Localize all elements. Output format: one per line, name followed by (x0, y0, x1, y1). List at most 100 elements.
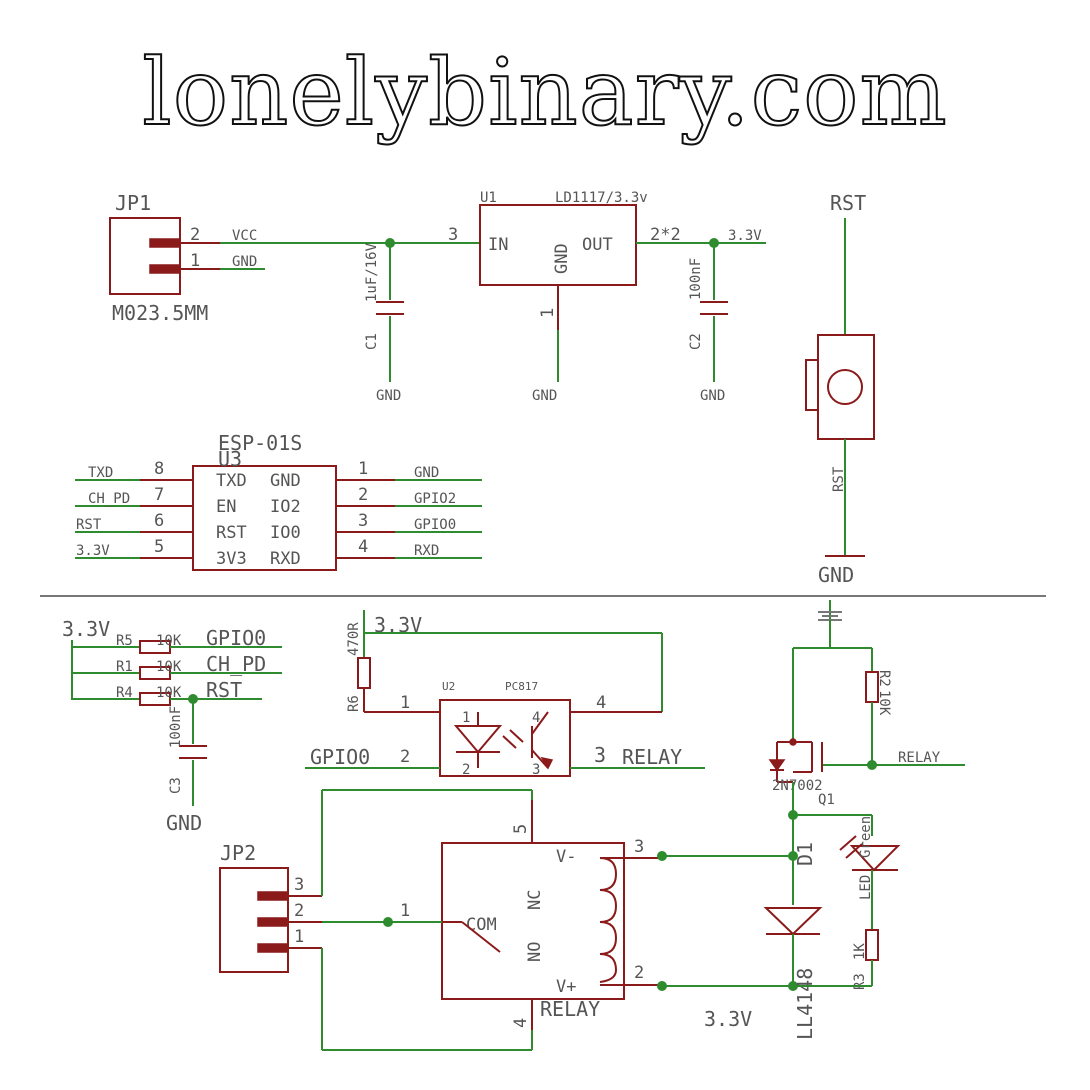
c1-gnd: GND (376, 388, 401, 404)
d1-ref: D1 (793, 842, 817, 866)
r6-ref: R6 (346, 695, 362, 712)
r4-net: RST (206, 678, 242, 702)
opto-out-net: RELAY (622, 745, 682, 769)
flyback-diode-d1: D1 LL4148 (763, 832, 823, 1040)
relay-switch-arm (461, 921, 501, 953)
u1-out-label: OUT (582, 235, 613, 255)
opto-ref: U2 (442, 680, 455, 693)
jp1-pin2-number: 2 (190, 225, 200, 245)
status-led: LED Green 1K R3 (793, 816, 901, 990)
relay-name: RELAY (540, 997, 600, 1021)
r5-ref: R5 (116, 633, 133, 649)
opto-in-net: GPIO0 (310, 745, 370, 769)
esp-label-txd: TXD (216, 471, 247, 491)
pullup-rail-label: 3.3V (62, 617, 110, 641)
jp2-pin-2: 2 (294, 901, 304, 921)
jp1-name: JP1 (115, 191, 151, 215)
u1-regulator: U1 LD1117/3.3v 3 IN GND OUT 2*2 1 GND 3.… (448, 190, 766, 404)
relay-vminus-pin: 3 (634, 837, 644, 857)
out-net-label: 3.3V (728, 228, 762, 244)
esp-pin-1: 1 (358, 459, 368, 479)
relay-nc-label: NC (525, 890, 545, 910)
jp1-body (109, 217, 181, 295)
esp-label-en: EN (216, 497, 236, 517)
site-banner: lonelybinary.com (141, 38, 948, 147)
relay-com-pin: 1 (400, 901, 410, 921)
opto-led (453, 725, 503, 754)
opto-pin-2: 2 (400, 747, 410, 767)
reset-button: RST RST GND (805, 191, 875, 587)
esp-ref: U3 (218, 447, 242, 471)
esp-label-io2: IO2 (270, 497, 301, 517)
esp-pin-7: 7 (154, 485, 164, 505)
relay-coil (599, 857, 618, 983)
esp-pin-5: 5 (154, 537, 164, 557)
esp-pin-4: 4 (358, 537, 368, 557)
opto-pin-1: 1 (400, 693, 410, 713)
relay-com-label: COM (466, 915, 497, 935)
jp2-pin-3: 3 (294, 875, 304, 895)
r1-ref: R1 (116, 659, 133, 675)
r1-value: 10K (156, 659, 182, 675)
reset-net-label: RST (831, 466, 847, 492)
relay-no-label: NO (525, 942, 545, 962)
esp-label-rst: RST (216, 523, 247, 543)
r4-value: 10K (156, 685, 182, 701)
reset-top-label: RST (830, 191, 866, 215)
c3-gnd: GND (166, 811, 202, 835)
esp-net-txd: TXD (88, 465, 113, 481)
opto-label-3: 3 (532, 762, 540, 778)
c3-value: 100nF (168, 706, 184, 748)
opto-part: PC817 (505, 680, 538, 693)
jp2-pin-1: 1 (294, 927, 304, 947)
reset-gnd-label: GND (818, 563, 854, 587)
relay-vplus-pin: 2 (634, 963, 644, 983)
pullup-resistors: 3.3V R5 R1 R4 10K 10K 10K GPIO0 CH_PD RS… (62, 617, 282, 835)
r2-ref: R2 (876, 670, 892, 687)
esp-pin-6: 6 (154, 511, 164, 531)
esp-net-rst: RST (76, 517, 102, 533)
relay-rail-label: 3.3V (704, 1007, 752, 1031)
r3-ref: R3 (852, 973, 868, 990)
esp-pin-3: 3 (358, 511, 368, 531)
u1-in-label: IN (488, 235, 508, 255)
mosfet-driver: R2 10K RELAY 2N7002 Q1 (768, 600, 965, 836)
u1-part: LD1117/3.3v (555, 190, 648, 206)
jp2-name: JP2 (220, 841, 256, 865)
opto-label-2: 2 (462, 762, 470, 778)
opto-label-1: 1 (462, 710, 470, 726)
jp1-package: M023.5MM (112, 301, 208, 325)
vcc-net-label: VCC (232, 228, 257, 244)
led-color: Green (858, 816, 874, 858)
opto-label-4: 4 (532, 710, 540, 726)
driver-net: RELAY (898, 750, 941, 766)
esp-label-gnd: GND (270, 471, 301, 491)
jp1-gnd-net-label: GND (232, 254, 257, 270)
opto-pin-3: 3 (594, 743, 606, 767)
u1-out-pin: 2*2 (650, 225, 681, 245)
esp-pin-8: 8 (154, 459, 164, 479)
c3-name: C3 (168, 777, 184, 794)
r4-ref: R4 (116, 685, 133, 701)
r2-value: 10K (876, 690, 892, 716)
r5-net: GPIO0 (206, 626, 266, 650)
relay-no-pin: 4 (511, 1018, 531, 1028)
c1-value: 1uF/16V (364, 242, 380, 302)
esp-net-chpd: CH_PD (88, 491, 130, 507)
esp-label-3v3: 3V3 (216, 549, 247, 569)
led-triangle (849, 845, 901, 872)
c2-capacitor: 100nF C2 GND (688, 238, 728, 404)
esp-net-gpio2: GPIO2 (414, 491, 456, 507)
esp-net-rxd: RXD (414, 543, 439, 559)
jp1-connector: JP1 M023.5MM 2 1 VCC GND (109, 191, 390, 325)
u1-ref: U1 (480, 190, 497, 206)
relay-vplus-label: V+ (556, 977, 576, 997)
esp-net-3v3: 3.3V (76, 543, 110, 559)
esp-net-gnd: GND (414, 465, 439, 481)
esp-body (192, 465, 337, 571)
relay-vminus-label: V- (556, 847, 576, 867)
r3-value: 1K (852, 943, 868, 960)
jp1-pin-2 (149, 238, 181, 248)
opto-pin-4: 4 (596, 693, 606, 713)
